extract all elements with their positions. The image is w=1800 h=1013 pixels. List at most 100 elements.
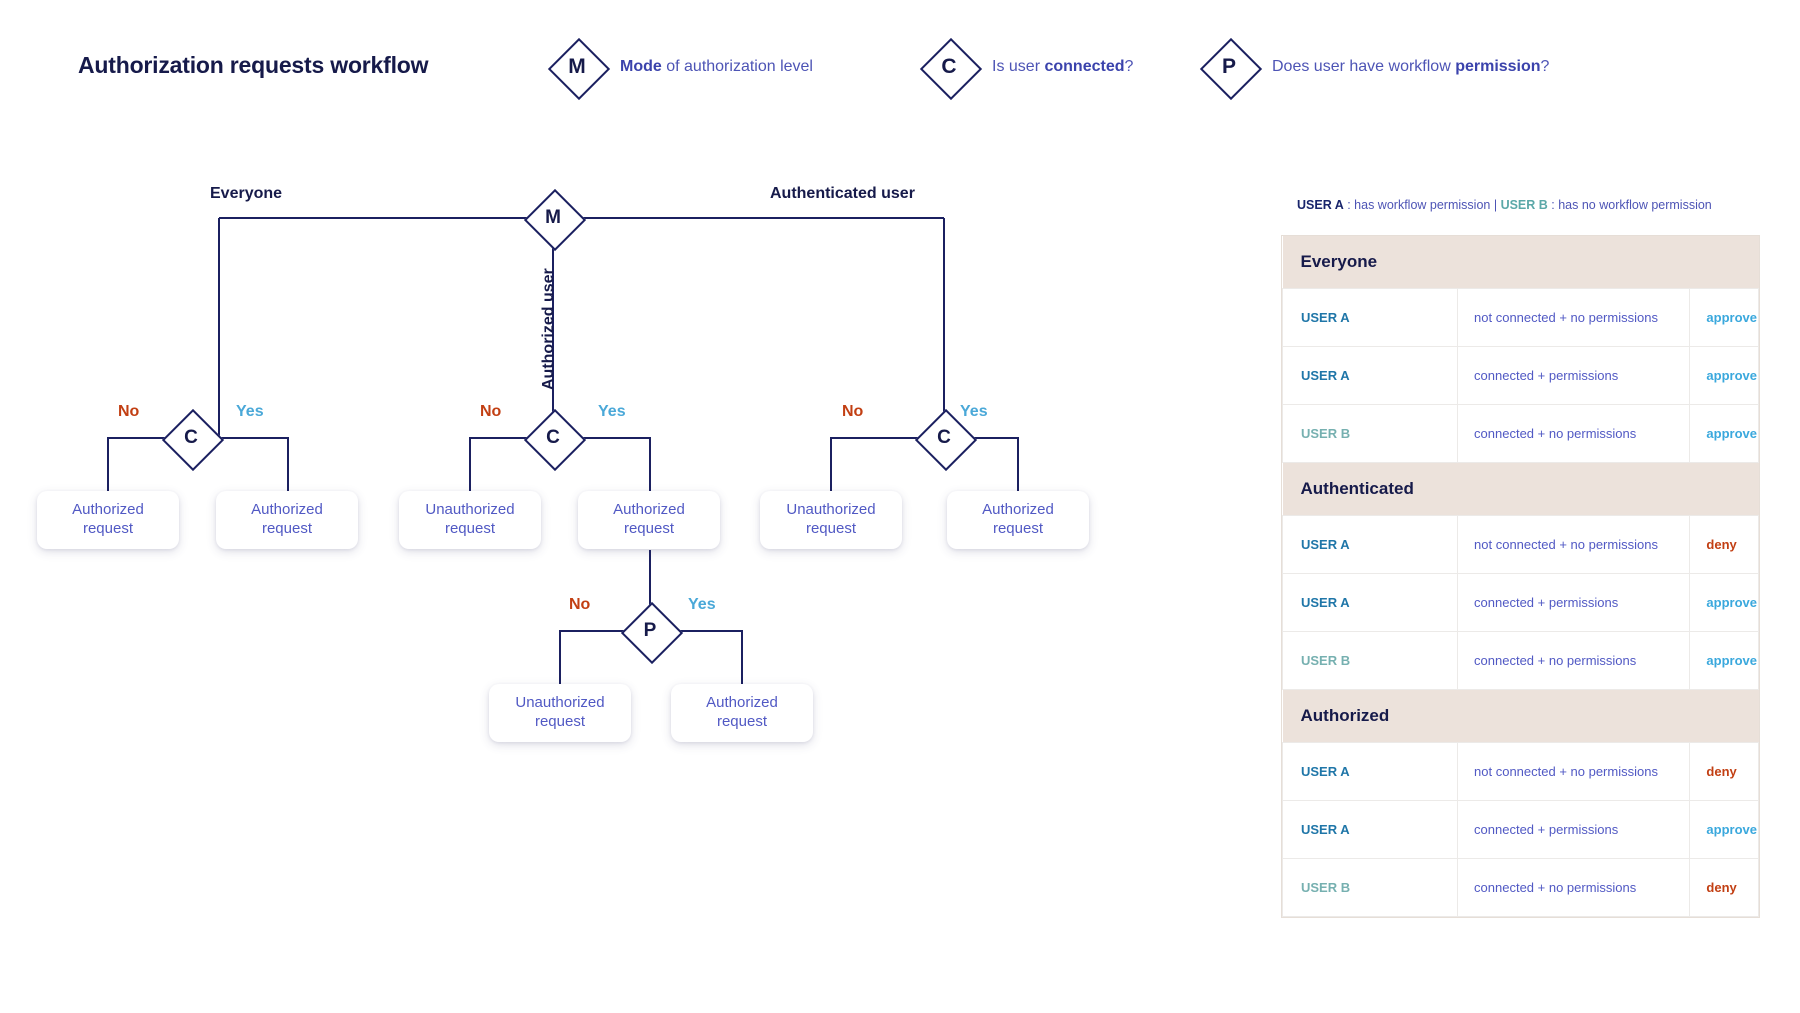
legend-post-mode: of authorization level (661, 58, 813, 75)
permission-decision-node[interactable]: P (620, 601, 684, 665)
workflow-diagram: Everyone Authenticated user Authorized u… (0, 150, 1100, 850)
legend-user-a-label: USER A (1297, 198, 1344, 212)
cell-action: approve (1689, 288, 1759, 347)
table-row: USER B connected + no permissions deny (1281, 858, 1759, 917)
cell-action: deny (1689, 742, 1759, 801)
cell-action: approve (1689, 573, 1759, 632)
cell-action: deny (1689, 515, 1759, 574)
cell-condition: connected + no permissions (1457, 631, 1691, 690)
diamond-letter: M (545, 207, 561, 228)
diamond-letter: C (937, 427, 951, 448)
matrix-section-header: Authenticated (1282, 462, 1759, 516)
legend-item-permission: P Does user have workflow permission? (1199, 37, 1549, 101)
authorization-matrix: Everyone USER A not connected + no permi… (1281, 235, 1760, 918)
edge-c3-no (830, 437, 918, 510)
cell-action: approve (1689, 404, 1759, 463)
edge-c1-yes (218, 437, 289, 510)
branch-label-no-permission: No (569, 596, 591, 613)
branch-label-no-authenticated: No (842, 403, 864, 420)
legend-post-connected: ? (1124, 58, 1134, 75)
cell-action: approve (1689, 346, 1759, 405)
diamond-c-icon: C (919, 37, 983, 101)
matrix-section-header: Authorized (1282, 689, 1759, 743)
diamond-letter: P (1221, 55, 1236, 78)
matrix-section-header: Everyone (1282, 236, 1759, 289)
legend-text-mode: Mode of authorization level (620, 58, 813, 76)
edge-c2-yes (580, 437, 651, 510)
branch-label-no-authorized: No (480, 403, 502, 420)
cell-user: USER A (1281, 288, 1459, 347)
branch-label-yes-permission: Yes (688, 596, 716, 613)
table-row: USER A connected + permissions approve (1281, 346, 1759, 405)
diamond-m-icon: M (547, 37, 611, 101)
table-row: USER A not connected + no permissions de… (1281, 742, 1759, 801)
table-row: USER B connected + no permissions approv… (1281, 631, 1759, 690)
diamond-letter: C (184, 427, 198, 448)
legend-pre-permission: Does user have workflow (1272, 58, 1456, 75)
legend-item-connected: C Is user connected? (919, 37, 1133, 101)
cell-user: USER B (1281, 404, 1459, 463)
cell-condition: not connected + no permissions (1457, 288, 1691, 347)
legend-strong-permission: permission (1455, 58, 1541, 75)
diamond-p-icon: P (1199, 37, 1263, 101)
legend-item-mode: M Mode of authorization level (547, 37, 813, 101)
edge-p-yes (677, 630, 743, 703)
matrix-legend: USER A : has workflow permission | USER … (1297, 198, 1712, 212)
table-row: USER A not connected + no permissions ap… (1281, 288, 1759, 347)
connected-decision-everyone-node[interactable]: C (161, 408, 225, 472)
legend-pre-connected: Is user (992, 58, 1045, 75)
cell-condition: not connected + no permissions (1457, 515, 1691, 574)
diamond-letter: P (643, 620, 657, 641)
legend-user-b-desc: : has no workflow permission (1547, 198, 1712, 212)
diamond-letter: C (941, 55, 957, 78)
cell-user: USER B (1281, 631, 1459, 690)
cell-user: USER A (1281, 742, 1459, 801)
legend-separator: | (1493, 198, 1501, 212)
matrix-table: Everyone USER A not connected + no permi… (1281, 236, 1759, 917)
branch-label-yes-everyone: Yes (236, 403, 264, 420)
connected-decision-authorized-node[interactable]: C (523, 408, 587, 472)
cell-condition: connected + permissions (1457, 573, 1691, 632)
edge-label-authenticated: Authenticated user (770, 185, 915, 202)
legend-user-b-label: USER B (1500, 198, 1548, 212)
connected-decision-authenticated-node[interactable]: C (914, 408, 978, 472)
table-row: USER A connected + permissions approve (1281, 573, 1759, 632)
table-row: USER A not connected + no permissions de… (1281, 515, 1759, 574)
page-title: Authorization requests workflow (78, 52, 429, 78)
cell-user: USER B (1281, 858, 1459, 917)
cell-user: USER A (1281, 346, 1459, 405)
cell-condition: connected + no permissions (1457, 404, 1691, 463)
legend-user-a-desc: : has workflow permission (1343, 198, 1494, 212)
diamond-letter: C (546, 427, 560, 448)
branch-label-no-everyone: No (118, 403, 140, 420)
edge-label-everyone: Everyone (210, 185, 283, 202)
branch-label-yes-authorized: Yes (598, 403, 626, 420)
table-row: USER B connected + no permissions approv… (1281, 404, 1759, 463)
cell-condition: not connected + no permissions (1457, 742, 1691, 801)
mode-decision-node[interactable]: M (523, 188, 587, 252)
flow-connectors (107, 217, 1019, 703)
section-title-authorized: Authorized (1282, 689, 1759, 743)
cell-action: deny (1689, 858, 1759, 917)
cell-user: USER A (1281, 515, 1459, 574)
section-title-everyone: Everyone (1282, 236, 1759, 289)
legend-strong-connected: connected (1044, 58, 1125, 75)
branch-label-yes-authenticated: Yes (960, 403, 988, 420)
cell-condition: connected + no permissions (1457, 858, 1691, 917)
legend-text-connected: Is user connected? (992, 58, 1133, 76)
matrix-body: Everyone USER A not connected + no permi… (1281, 236, 1759, 917)
edge-c3-yes (971, 437, 1019, 510)
edge-c2-no (469, 437, 527, 510)
edge-p-no (559, 630, 624, 703)
legend-text-permission: Does user have workflow permission? (1272, 58, 1549, 76)
cell-condition: connected + permissions (1457, 346, 1691, 405)
section-title-authenticated: Authenticated (1282, 462, 1759, 516)
